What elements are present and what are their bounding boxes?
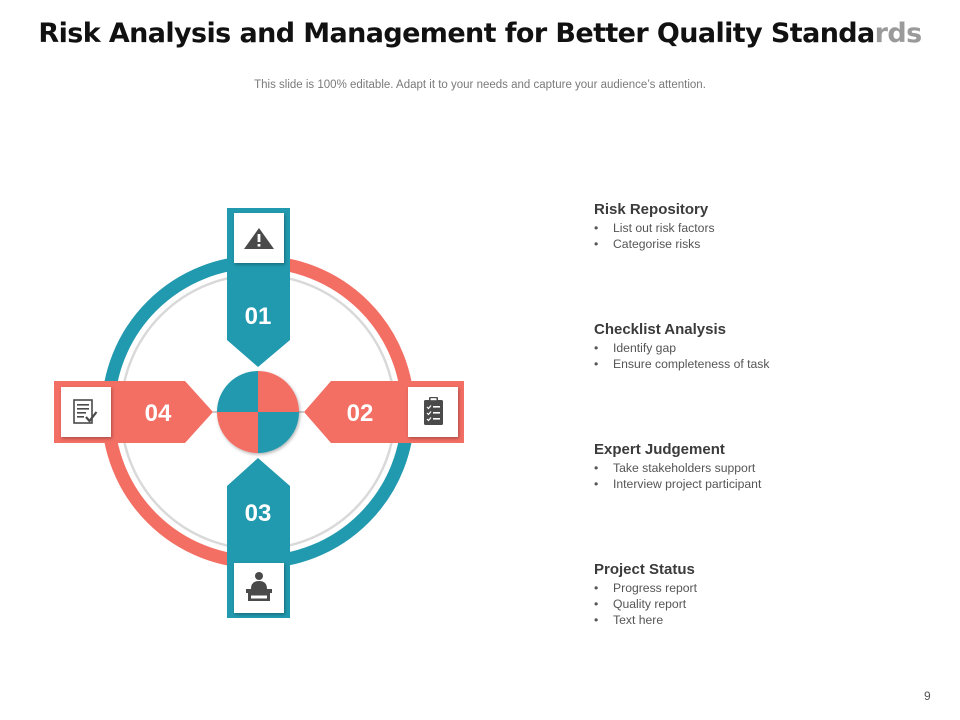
center-circle bbox=[217, 371, 299, 453]
title-main: Risk Analysis and Management for Better … bbox=[38, 18, 875, 49]
bullet-list: Take stakeholders support Interview proj… bbox=[594, 460, 934, 492]
ring-segment-bottom-right bbox=[257, 411, 415, 569]
item-checklist-analysis: Checklist Analysis Identify gap Ensure c… bbox=[594, 321, 934, 372]
list-item: Take stakeholders support bbox=[594, 460, 934, 476]
list-item: Quality report bbox=[594, 596, 934, 612]
center-quadrant-top-left bbox=[217, 371, 258, 412]
bullet-list: Identify gap Ensure completeness of task bbox=[594, 340, 934, 372]
list-item: Text here bbox=[594, 612, 934, 628]
bullet-list: Progress report Quality report Text here bbox=[594, 580, 934, 628]
item-title: Project Status bbox=[594, 561, 695, 578]
list-item: List out risk factors bbox=[594, 220, 934, 236]
list-item: Categorise risks bbox=[594, 236, 934, 252]
item-title: Risk Repository bbox=[594, 201, 709, 218]
item-expert-judgement: Expert Judgement Take stakeholders suppo… bbox=[594, 441, 934, 492]
arm-01: 01 bbox=[227, 208, 290, 367]
item-risk-repository: Risk Repository List out risk factors Ca… bbox=[594, 201, 934, 252]
clipboard-checklist-icon bbox=[424, 397, 443, 425]
list-item: Identify gap bbox=[594, 340, 934, 356]
bullet-list: List out risk factors Categorise risks bbox=[594, 220, 934, 252]
item-project-status: Project Status Progress report Quality r… bbox=[594, 561, 934, 628]
ring-segment-top-left bbox=[101, 255, 259, 413]
title-tail: rds bbox=[874, 18, 923, 49]
center-quadrant-bottom-right bbox=[258, 412, 299, 453]
slide-subtitle: This slide is 100% editable. Adapt it to… bbox=[254, 79, 706, 91]
arm-04-number: 04 bbox=[145, 400, 172, 427]
arm-03-number: 03 bbox=[245, 500, 272, 527]
list-item: Interview project participant bbox=[594, 476, 934, 492]
list-item: Ensure completeness of task bbox=[594, 356, 934, 372]
page-number: 9 bbox=[924, 689, 931, 703]
item-title: Expert Judgement bbox=[594, 441, 725, 458]
arm-03: 03 bbox=[227, 458, 290, 618]
item-title: Checklist Analysis bbox=[594, 321, 727, 338]
arm-04: 04 bbox=[54, 381, 213, 443]
arm-02: 02 bbox=[304, 381, 464, 443]
person-at-desk-icon bbox=[246, 572, 272, 601]
center-quadrant-top-right bbox=[258, 371, 299, 412]
list-item: Progress report bbox=[594, 580, 934, 596]
ring-segment-bottom-left bbox=[101, 411, 259, 569]
warning-icon bbox=[244, 228, 274, 249]
arm-01-number: 01 bbox=[245, 303, 272, 330]
center-quadrant-bottom-left bbox=[217, 412, 258, 453]
arm-02-number: 02 bbox=[347, 400, 374, 427]
ring-segment-top-right bbox=[257, 255, 415, 413]
document-check-icon bbox=[73, 399, 98, 424]
slide-title: Risk Analysis and Management for Better … bbox=[0, 18, 960, 49]
